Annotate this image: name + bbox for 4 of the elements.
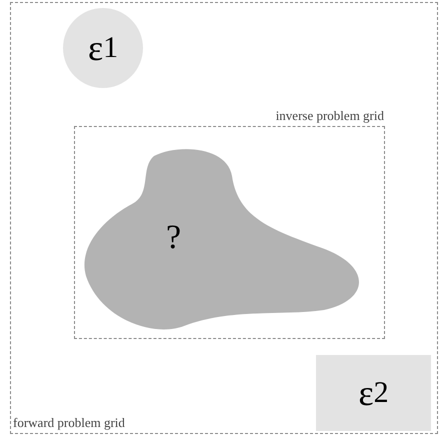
grid-label: inverse problem grid [276,108,384,124]
question-mark: ? [166,218,182,258]
grid-label: forward problem grid [13,415,125,431]
forward-grid-frame [10,2,438,434]
